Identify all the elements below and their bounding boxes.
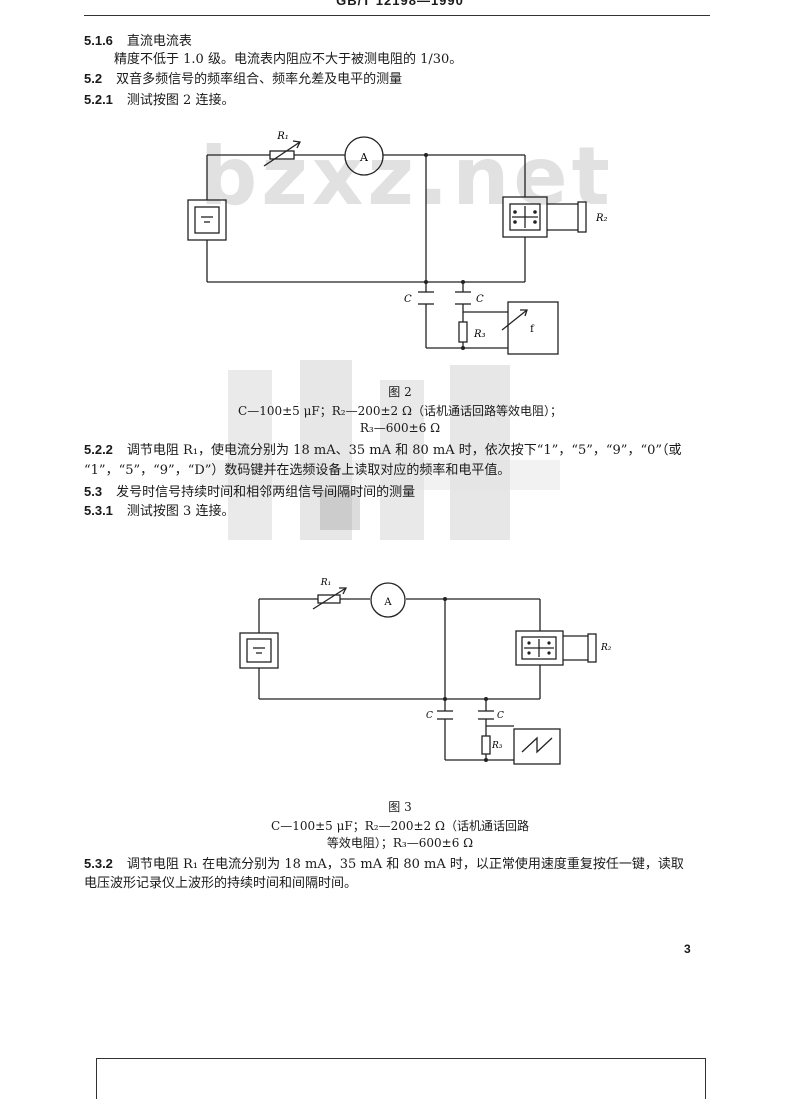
section-5-2-2-cont: “1”，“5”，“9”，“D”）数码键并在选频设备上读取对应的频率和电平值。 [84, 463, 511, 478]
label-r1: R₁ [276, 131, 289, 142]
section-number: 5.3.2 [84, 856, 113, 871]
section-number: 5.2.2 [84, 442, 113, 457]
section-title: 发号时信号持续时间和相邻两组信号间隔时间的测量 [116, 485, 416, 500]
section-title: 双音多频信号的频率组合、频率允差及电平的测量 [116, 72, 403, 87]
section-5-2: 5.2 双音多频信号的频率组合、频率允差及电平的测量 [84, 71, 402, 88]
figure-2-note-1: C—100±5 μF；R₂—200±2 Ω（话机通话回路等效电阻）； [238, 404, 562, 418]
section-5-1-6-body: 精度不低于 1.0 级。电流表内阻应不大于被测电阻的 1/30。 [114, 52, 463, 67]
section-number: 5.2.1 [84, 92, 113, 107]
section-5-2-1: 5.2.1 测试按图 2 连接。 [84, 92, 234, 109]
section-5-3-2: 5.3.2 调节电阻 R₁ 在电流分别为 18 mA，35 mA 和 80 mA … [84, 856, 684, 873]
section-5-3-2-cont: 电压波形记录仪上波形的持续时间和间隔时间。 [84, 876, 358, 891]
label-c-right: C [497, 711, 504, 721]
header-rule [84, 15, 710, 16]
figure-3-note-1: C—100±5 μF；R₂—200±2 Ω（话机通话回路 [271, 819, 529, 833]
label-r1: R₁ [320, 578, 331, 588]
label-r3: R₃ [491, 741, 503, 751]
label-c-left: C [404, 294, 412, 305]
section-title: 测试按图 2 连接。 [126, 93, 235, 108]
meter-box-label: f [530, 324, 535, 335]
section-number: 5.3 [84, 484, 103, 499]
ammeter-label: A [359, 151, 369, 164]
figure-3-caption: 图 3 [388, 800, 412, 814]
section-5-2-2: 5.2.2 调节电阻 R₁，使电流分别为 18 mA、35 mA 和 80 mA … [84, 442, 682, 459]
section-number: 5.1.6 [84, 33, 113, 48]
label-c-left: C [426, 711, 433, 721]
ammeter-label: A [383, 597, 392, 608]
section-5-3: 5.3 发号时信号持续时间和相邻两组信号间隔时间的测量 [84, 484, 415, 501]
section-5-3-1: 5.3.1 测试按图 3 连接。 [84, 503, 234, 520]
label-c-right: C [476, 294, 484, 305]
figure-3-note-2: 等效电阻）；R₃—600±6 Ω [326, 836, 474, 850]
figure-2-note-2: R₃—600±6 Ω [359, 421, 441, 435]
bottom-frame [96, 1058, 706, 1099]
standard-header: GB/T 12198—1990 [336, 0, 464, 8]
page-number: 3 [684, 942, 691, 956]
section-5-1-6: 5.1.6 直流电流表 [84, 33, 192, 50]
section-title: 测试按图 3 连接。 [126, 504, 235, 519]
section-number: 5.2 [84, 71, 103, 86]
label-r2: R₂ [600, 643, 612, 653]
section-number: 5.3.1 [84, 503, 113, 518]
section-title: 直流电流表 [126, 34, 192, 49]
label-r3: R₃ [473, 329, 486, 340]
figure-2-caption: 图 2 [388, 385, 412, 399]
section-text: 调节电阻 R₁ 在电流分别为 18 mA，35 mA 和 80 mA 时，以正常… [126, 857, 684, 872]
section-text: 调节电阻 R₁，使电流分别为 18 mA、35 mA 和 80 mA 时，依次按… [126, 443, 682, 458]
label-r2: R₂ [595, 213, 608, 224]
